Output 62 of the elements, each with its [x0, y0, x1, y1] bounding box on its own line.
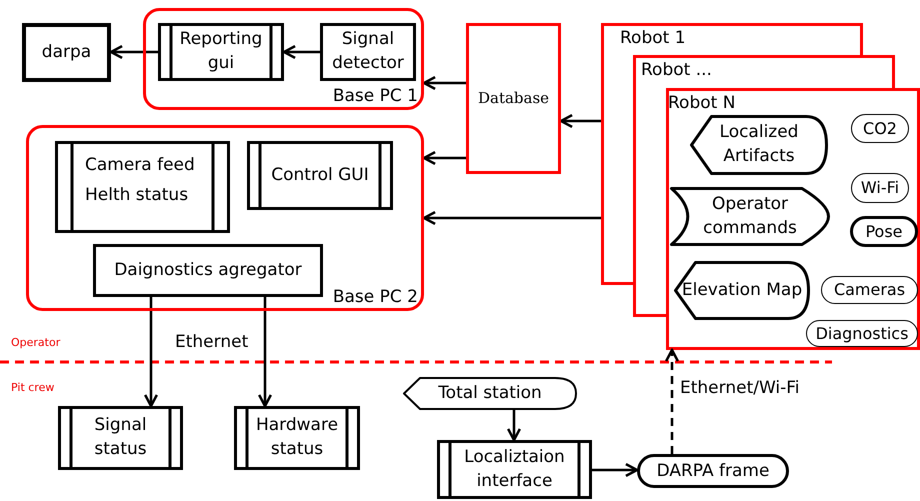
zone-label: Pit crew — [11, 381, 54, 394]
display-shape — [690, 115, 828, 175]
subprocess-box — [247, 141, 393, 210]
node-label: Operator commands — [702, 192, 798, 240]
process-box — [93, 244, 323, 297]
node-label: Helth status — [85, 184, 188, 207]
process-box — [320, 23, 416, 81]
node-label: Daignostics agregator — [114, 258, 302, 282]
terminal-pill — [637, 454, 789, 488]
subprocess-box — [58, 406, 183, 470]
arrow — [282, 44, 320, 60]
container-title: Base PC 1 — [332, 87, 418, 106]
node-label: Signal status — [93, 414, 148, 461]
group-container — [143, 8, 424, 110]
node-label: Wi-Fi — [860, 179, 900, 197]
data-pill — [850, 216, 918, 247]
stored-data-shape — [670, 187, 830, 246]
arrow — [592, 462, 638, 478]
data-pill — [806, 320, 918, 347]
display-shape — [674, 261, 810, 320]
container-title: Base PC 2 — [332, 288, 418, 307]
terminal-box — [22, 23, 111, 82]
data-pill — [851, 114, 909, 143]
node-label: Diagnostics — [816, 324, 908, 342]
data-pill — [821, 276, 918, 304]
arrow — [144, 297, 158, 408]
arrow — [664, 348, 680, 454]
node-label: Pose — [865, 222, 903, 240]
arrow — [258, 297, 272, 408]
container-title: Robot ... — [641, 61, 712, 80]
subprocess-box — [55, 141, 230, 233]
zone-label: Operator — [11, 336, 60, 349]
database-box — [466, 23, 561, 174]
node-label: darpa — [42, 40, 92, 64]
arrow — [422, 150, 466, 166]
arrow — [506, 410, 522, 442]
node-label: Elevation Map — [682, 278, 802, 302]
container-title: Robot 1 — [620, 29, 686, 48]
node-label: Cameras — [834, 281, 906, 299]
node-label: Signal detector — [331, 28, 405, 75]
node-label: Hardware status — [254, 414, 340, 461]
node-label: DARPA frame — [656, 462, 770, 480]
node-label: Camera feed — [85, 154, 195, 177]
display-shape — [403, 377, 577, 410]
subprocess-box — [158, 23, 284, 81]
node-label: Control GUI — [271, 164, 369, 187]
node-label: Total station — [438, 384, 542, 403]
node-label: CO2 — [863, 120, 897, 138]
container-title: Robot N — [668, 94, 736, 113]
subprocess-box — [437, 440, 592, 499]
node-label: Database — [478, 88, 550, 109]
group-container — [26, 125, 424, 311]
robot-panel — [666, 88, 920, 350]
arrow — [422, 76, 466, 90]
arrow — [110, 44, 158, 60]
arrow — [422, 210, 601, 226]
subprocess-box — [234, 406, 360, 470]
node-label: Localiztaion interface — [463, 446, 566, 492]
data-pill — [851, 173, 909, 203]
node-label: Localized Artifacts — [718, 121, 800, 168]
node-label: Reporting gui — [178, 28, 264, 75]
arrow — [560, 114, 601, 128]
